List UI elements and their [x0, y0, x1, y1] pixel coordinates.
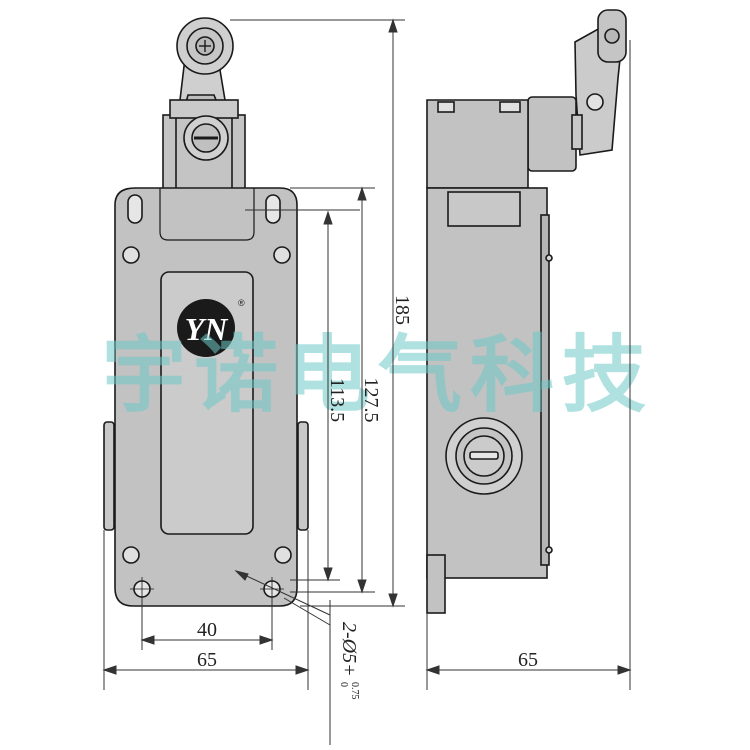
side-head-block: [426, 99, 529, 189]
front-right-tab: [297, 421, 309, 531]
dim-front-width: 65: [197, 649, 217, 671]
brand-logo: YN ®: [177, 298, 245, 357]
dim-hole-tol-upper: 0.75: [349, 682, 360, 700]
screw-top-right: [273, 246, 291, 264]
dim-total-height: 185: [391, 295, 413, 325]
screw-top-left: [122, 246, 140, 264]
side-mount-flange: [426, 554, 446, 614]
watermark-text: 宇诺电气科技: [102, 326, 654, 424]
dim-hole-label: 2-Ø5+: [338, 622, 360, 677]
dim-hole-spacing-h: 40: [197, 619, 217, 641]
dim-side-width: 65: [518, 649, 538, 671]
dim-hole-spacing-v: 113.5: [326, 378, 348, 422]
registered-mark: ®: [238, 298, 245, 308]
dim-body-height: 127.5: [360, 378, 382, 423]
front-left-tab: [103, 421, 115, 531]
screw-bottom-left: [122, 546, 140, 564]
side-view: [426, 9, 627, 614]
side-housing: [426, 187, 548, 579]
screw-bottom-right: [274, 546, 292, 564]
side-actuator-head: [527, 96, 577, 172]
dimension-lines: [102, 18, 632, 745]
dim-hole-callout: 2-Ø5+ 0.75 0: [338, 622, 360, 700]
brand-logo-text: YN: [185, 311, 230, 347]
dim-hole-tol-lower: 0: [338, 682, 349, 687]
